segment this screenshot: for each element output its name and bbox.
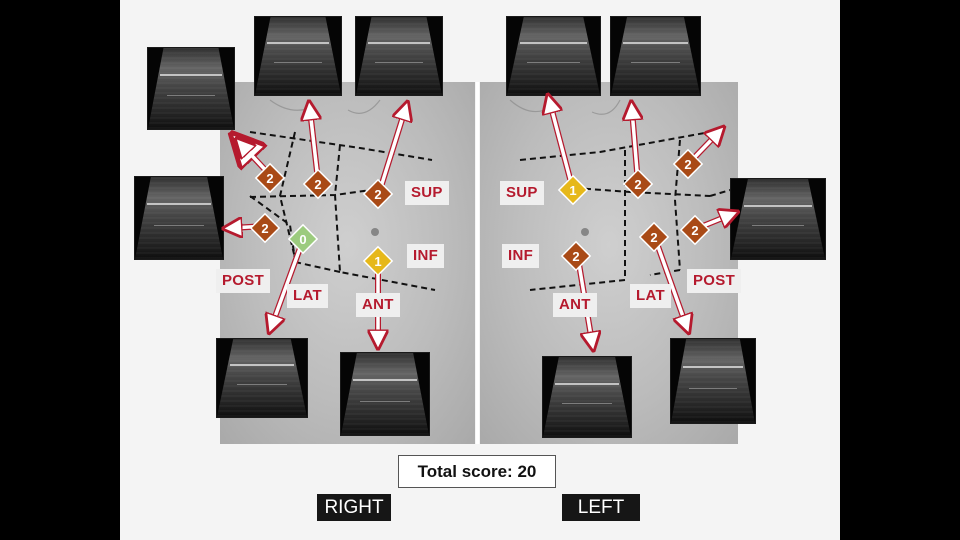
total-score: Total score: 20 [398, 455, 556, 488]
score-marker-r-post-inf: 2 [249, 212, 281, 244]
score-value: 2 [634, 177, 641, 192]
score-value: 2 [650, 230, 657, 245]
ultrasound-image-right-ant-sup [355, 16, 443, 96]
zone-lines-right [249, 131, 436, 291]
score-value: 2 [691, 223, 698, 238]
right-side-label: RIGHT [317, 494, 391, 521]
ultrasound-image-right-post-sup [147, 47, 235, 130]
label-right-ant: ANT [356, 293, 400, 317]
label-left-inf: INF [502, 244, 540, 268]
ultrasound-image-left-lat-inf [670, 338, 756, 424]
label-left-lat: LAT [630, 284, 671, 308]
score-value: 2 [572, 249, 579, 264]
score-marker-l-lat-sup: 2 [622, 168, 654, 200]
score-value: 2 [684, 157, 691, 172]
label-left-ant: ANT [553, 293, 597, 317]
ultrasound-image-right-ant-inf [340, 352, 430, 436]
ultrasound-image-right-post-inf [134, 176, 224, 260]
score-value: 0 [299, 232, 306, 247]
slide: 2 2 2 2 0 1 1 2 [120, 0, 840, 540]
score-marker-l-post-sup: 2 [672, 148, 704, 180]
score-marker-r-lat-sup: 2 [302, 168, 334, 200]
score-marker-l-ant-inf: 2 [560, 240, 592, 272]
photo-divider [476, 82, 479, 444]
label-right-post: POST [216, 269, 271, 293]
score-marker-r-lat-inf: 0 [287, 223, 319, 255]
label-right-sup: SUP [405, 181, 449, 205]
score-value: 2 [314, 177, 321, 192]
score-value: 1 [374, 254, 381, 269]
score-marker-l-lat-inf: 2 [638, 221, 670, 253]
score-marker-l-post-inf: 2 [679, 214, 711, 246]
label-right-inf: INF [407, 244, 445, 268]
ultrasound-image-right-lat-sup [254, 16, 342, 96]
ultrasound-image-left-ant-inf [542, 356, 632, 438]
score-value: 1 [569, 183, 576, 198]
ultrasound-image-left-lat-sup [610, 16, 701, 96]
ultrasound-image-left-ant-sup [506, 16, 601, 96]
label-right-lat: LAT [287, 284, 328, 308]
score-marker-r-ant-inf: 1 [362, 245, 394, 277]
left-side-label: LEFT [562, 494, 640, 521]
ultrasound-image-right-lat-inf [216, 338, 308, 418]
score-value: 2 [266, 171, 273, 186]
label-left-sup: SUP [500, 181, 544, 205]
score-value: 2 [261, 221, 268, 236]
label-left-post: POST [687, 269, 742, 293]
score-value: 2 [374, 187, 381, 202]
score-marker-r-ant-sup: 2 [362, 178, 394, 210]
score-marker-l-ant-sup: 1 [557, 174, 589, 206]
score-marker-r-post-sup: 2 [254, 162, 286, 194]
